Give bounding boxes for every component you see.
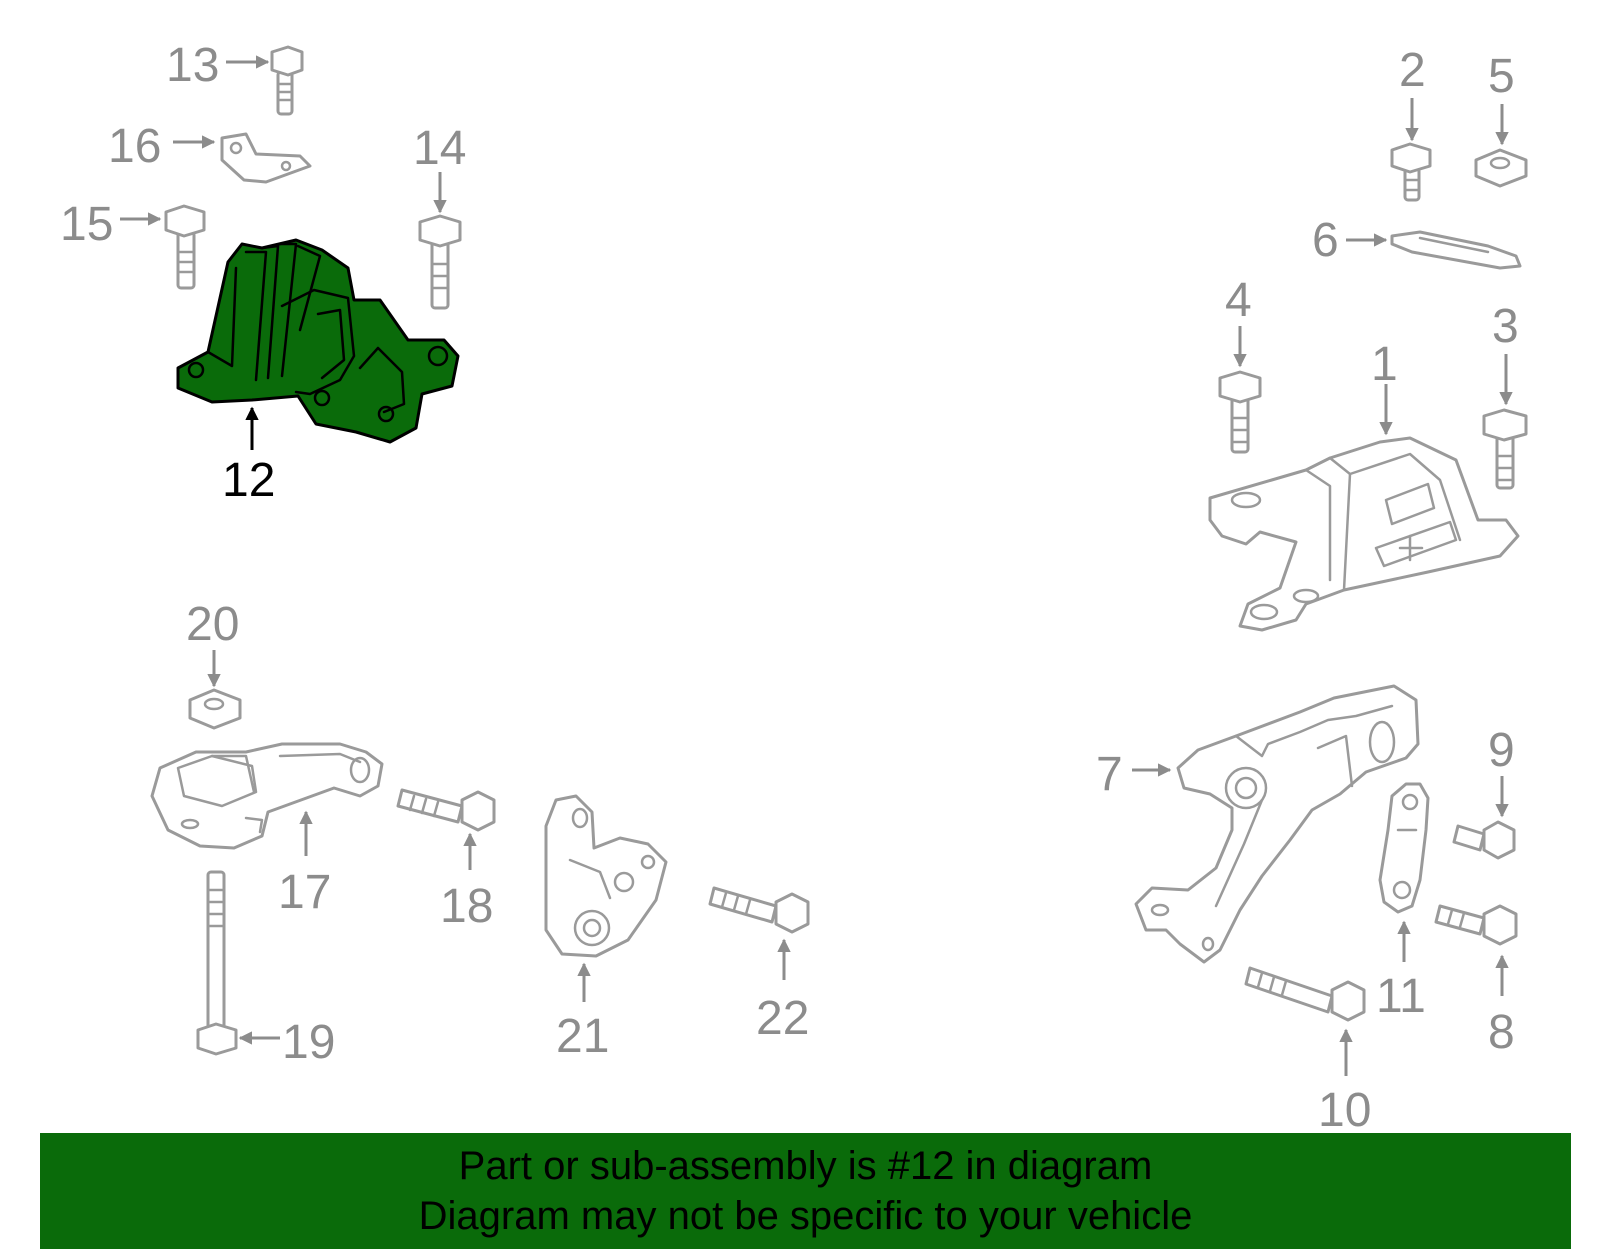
part-13-bolt[interactable] (270, 45, 304, 116)
callout-4: 4 (1225, 274, 1252, 327)
callout-2: 2 (1399, 44, 1426, 97)
part-8-bolt[interactable] (1434, 904, 1518, 946)
callout-7: 7 (1096, 748, 1123, 801)
callout-19: 19 (282, 1016, 335, 1069)
callout-12: 12 (222, 454, 275, 507)
part-7-bracket[interactable] (1134, 684, 1420, 964)
banner-line-2: Diagram may not be specific to your vehi… (418, 1194, 1193, 1238)
callout-9: 9 (1488, 724, 1515, 777)
callout-8: 8 (1488, 1006, 1515, 1059)
part-17-strut[interactable] (150, 742, 384, 850)
callout-5: 5 (1488, 50, 1515, 103)
part-1-mount[interactable] (1208, 436, 1520, 632)
part-2-bolt[interactable] (1390, 142, 1432, 202)
part-14-bolt[interactable] (418, 214, 462, 310)
callout-13: 13 (166, 39, 219, 92)
callout-22: 22 (756, 992, 809, 1045)
part-6-bracket[interactable] (1390, 230, 1522, 270)
part-9-bolt[interactable] (1452, 820, 1516, 860)
part-19-long-bolt[interactable] (196, 870, 238, 1056)
callout-6: 6 (1312, 214, 1339, 267)
part-4-bolt[interactable] (1218, 370, 1262, 454)
part-16-bracket[interactable] (220, 132, 312, 184)
callout-11: 11 (1376, 970, 1426, 1023)
callout-15: 15 (60, 198, 113, 251)
part-10-bolt[interactable] (1244, 966, 1366, 1022)
part-3-bolt[interactable] (1482, 408, 1528, 490)
banner-background (40, 1133, 1571, 1249)
callout-10: 10 (1318, 1084, 1371, 1137)
callout-17: 17 (278, 866, 331, 919)
banner-line-1: Part or sub-assembly is #12 in diagram (458, 1144, 1153, 1188)
callout-1: 1 (1371, 338, 1398, 391)
part-12-mount-highlighted[interactable] (176, 238, 460, 444)
part-22-bolt[interactable] (708, 886, 810, 934)
part-20-nut[interactable] (188, 688, 242, 730)
info-banner: Part or sub-assembly is #12 in diagram D… (40, 1133, 1571, 1249)
callout-21: 21 (556, 1010, 609, 1063)
callout-18: 18 (440, 880, 493, 933)
part-15-bolt[interactable] (164, 204, 206, 290)
callout-16: 16 (108, 120, 161, 173)
part-21-bracket[interactable] (544, 794, 668, 958)
callout-20: 20 (186, 598, 239, 651)
part-18-bolt[interactable] (396, 788, 496, 832)
callout-14: 14 (413, 122, 466, 175)
callout-3: 3 (1492, 300, 1519, 353)
part-5-nut[interactable] (1474, 148, 1528, 188)
part-11-link[interactable] (1378, 782, 1430, 914)
